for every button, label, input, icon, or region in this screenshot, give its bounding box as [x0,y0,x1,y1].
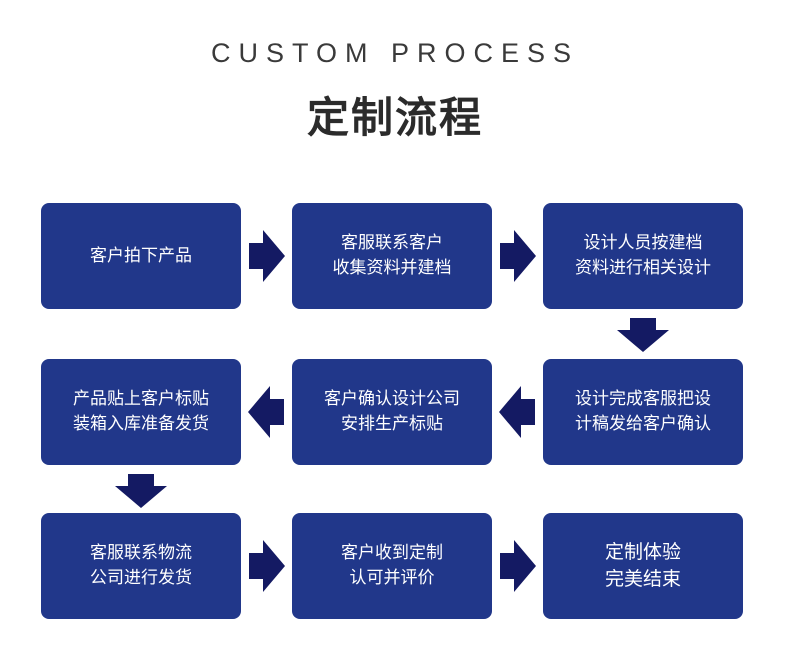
step-9-line-2: 完美结束 [604,568,681,590]
step-3-box: 设计人员按建档 资料进行相关设计 [543,203,743,309]
step-6-box: 产品贴上客户标贴 装箱入库准备发货 [41,359,241,465]
step-2-line-1: 客服联系客户 [341,233,443,253]
subtitle: CUSTOM PROCESS [210,38,580,68]
step-7-line-1: 客服联系物流 [90,543,192,563]
step-1-line-1: 客户拍下产品 [90,245,192,266]
step-7-line-2: 公司进行发货 [90,568,192,588]
step-7-box: 客服联系物流 公司进行发货 [41,513,241,619]
step-3-line-1: 设计人员按建档 [583,233,703,253]
arrow-left-icon [248,386,284,438]
step-5-line-2: 安排生产标贴 [341,414,443,434]
step-1-box: 客户拍下产品 [41,203,241,309]
step-4-box: 设计完成客服把设 计稿发给客户确认 [543,359,743,465]
page-title: 定制流程 [306,93,483,142]
step-3-line-2: 资料进行相关设计 [575,258,711,278]
arrow-right-icon [249,230,285,282]
step-6-line-1: 产品贴上客户标贴 [73,389,209,409]
arrow-right-icon [249,540,285,592]
step-9-line-1: 定制体验 [604,541,681,563]
arrow-right-icon [500,230,536,282]
step-8-box: 客户收到定制 认可并评价 [292,513,492,619]
step-5-line-1: 客户确认设计公司 [324,389,460,409]
step-2-line-2: 收集资料并建档 [332,258,452,278]
step-4-line-1: 设计完成客服把设 [575,389,711,409]
step-8-line-1: 客户收到定制 [341,543,443,563]
step-4-line-2: 计稿发给客户确认 [575,414,711,434]
arrow-left-icon [499,386,535,438]
arrow-down-icon [115,474,167,508]
step-8-line-2: 认可并评价 [349,568,435,588]
arrow-down-icon [617,318,669,352]
step-6-line-2: 装箱入库准备发货 [73,414,209,434]
step-2-box: 客服联系客户 收集资料并建档 [292,203,492,309]
step-5-box: 客户确认设计公司 安排生产标贴 [292,359,492,465]
arrow-right-icon [500,540,536,592]
step-9-box: 定制体验 完美结束 [543,513,743,619]
